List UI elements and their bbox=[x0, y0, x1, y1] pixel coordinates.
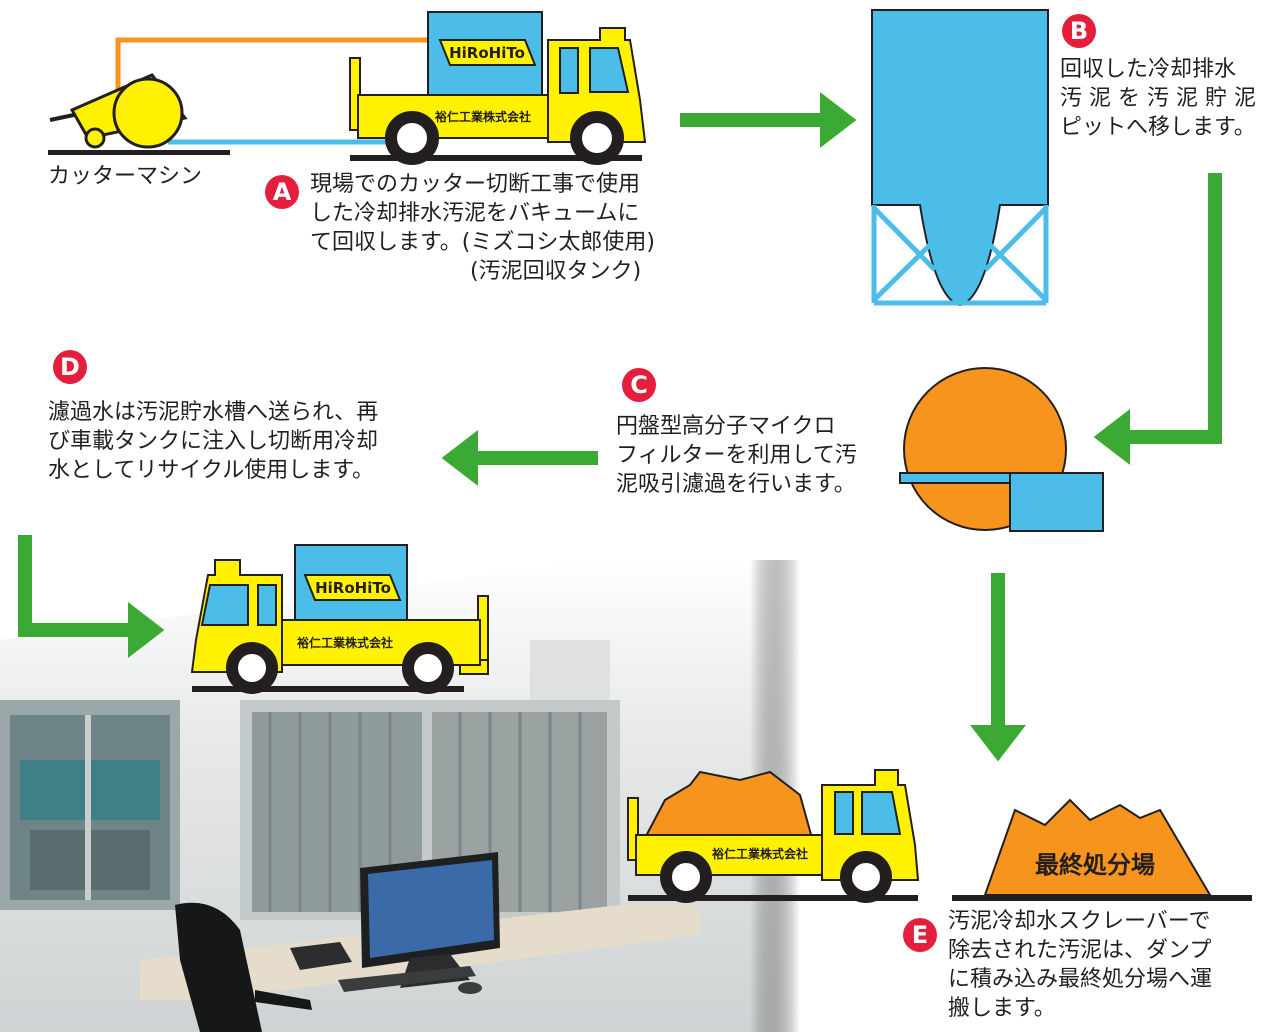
arrow-b-to-c bbox=[1093, 173, 1222, 465]
step-e-text: 汚泥冷却水スクレーバーで 除去された汚泥は、ダンプ に積み込み最終処分場へ運 搬… bbox=[948, 909, 1213, 1021]
truck2-company-label: 裕仁工業株式会社 bbox=[296, 635, 393, 650]
flow-arrows bbox=[18, 92, 1222, 762]
landfill-icon bbox=[952, 798, 1252, 901]
step-c-text: 円盤型高分子マイクロ フィルターを利用して汚 泥吸引濾過を行います。 bbox=[616, 414, 857, 497]
recycled-water-truck-icon bbox=[190, 544, 489, 694]
truck-logo: HiRoHiTo bbox=[449, 44, 525, 62]
truck2-logo: HiRoHiTo bbox=[315, 579, 391, 597]
step-b-text: 回収した冷却排水 汚 泥 を 汚 泥 貯 泥 ピットへ移します。 bbox=[1060, 57, 1256, 140]
step-d-text: 濾過水は汚泥貯水槽へ送られ、再 び車載タンクに注入し切断用冷却 水としてリサイク… bbox=[48, 400, 379, 483]
dump-truck-company-label: 裕仁工業株式会社 bbox=[711, 846, 808, 861]
truck-company-label: 裕仁工業株式会社 bbox=[434, 109, 531, 124]
badge-d: D bbox=[53, 350, 87, 384]
micro-filter-icon bbox=[899, 367, 1104, 532]
badge-a: A bbox=[265, 175, 299, 209]
step-a-text: 現場でのカッター切断工事で使用 した冷却排水汚泥をバキュームに て回収します。(… bbox=[310, 172, 655, 255]
landfill-label: 最終処分場 bbox=[1035, 851, 1155, 879]
sludge-pit-icon bbox=[871, 9, 1049, 307]
step-a-subtext: (汚泥回収タンク) bbox=[470, 259, 642, 284]
badge-b: B bbox=[1062, 14, 1096, 48]
cutter-machine-label: カッターマシン bbox=[48, 164, 203, 189]
badge-e: E bbox=[903, 918, 937, 952]
vacuum-truck-icon bbox=[349, 11, 647, 165]
badge-c: C bbox=[622, 368, 656, 402]
dump-truck-icon bbox=[627, 769, 920, 903]
arrow-d-to-truck bbox=[18, 535, 165, 658]
